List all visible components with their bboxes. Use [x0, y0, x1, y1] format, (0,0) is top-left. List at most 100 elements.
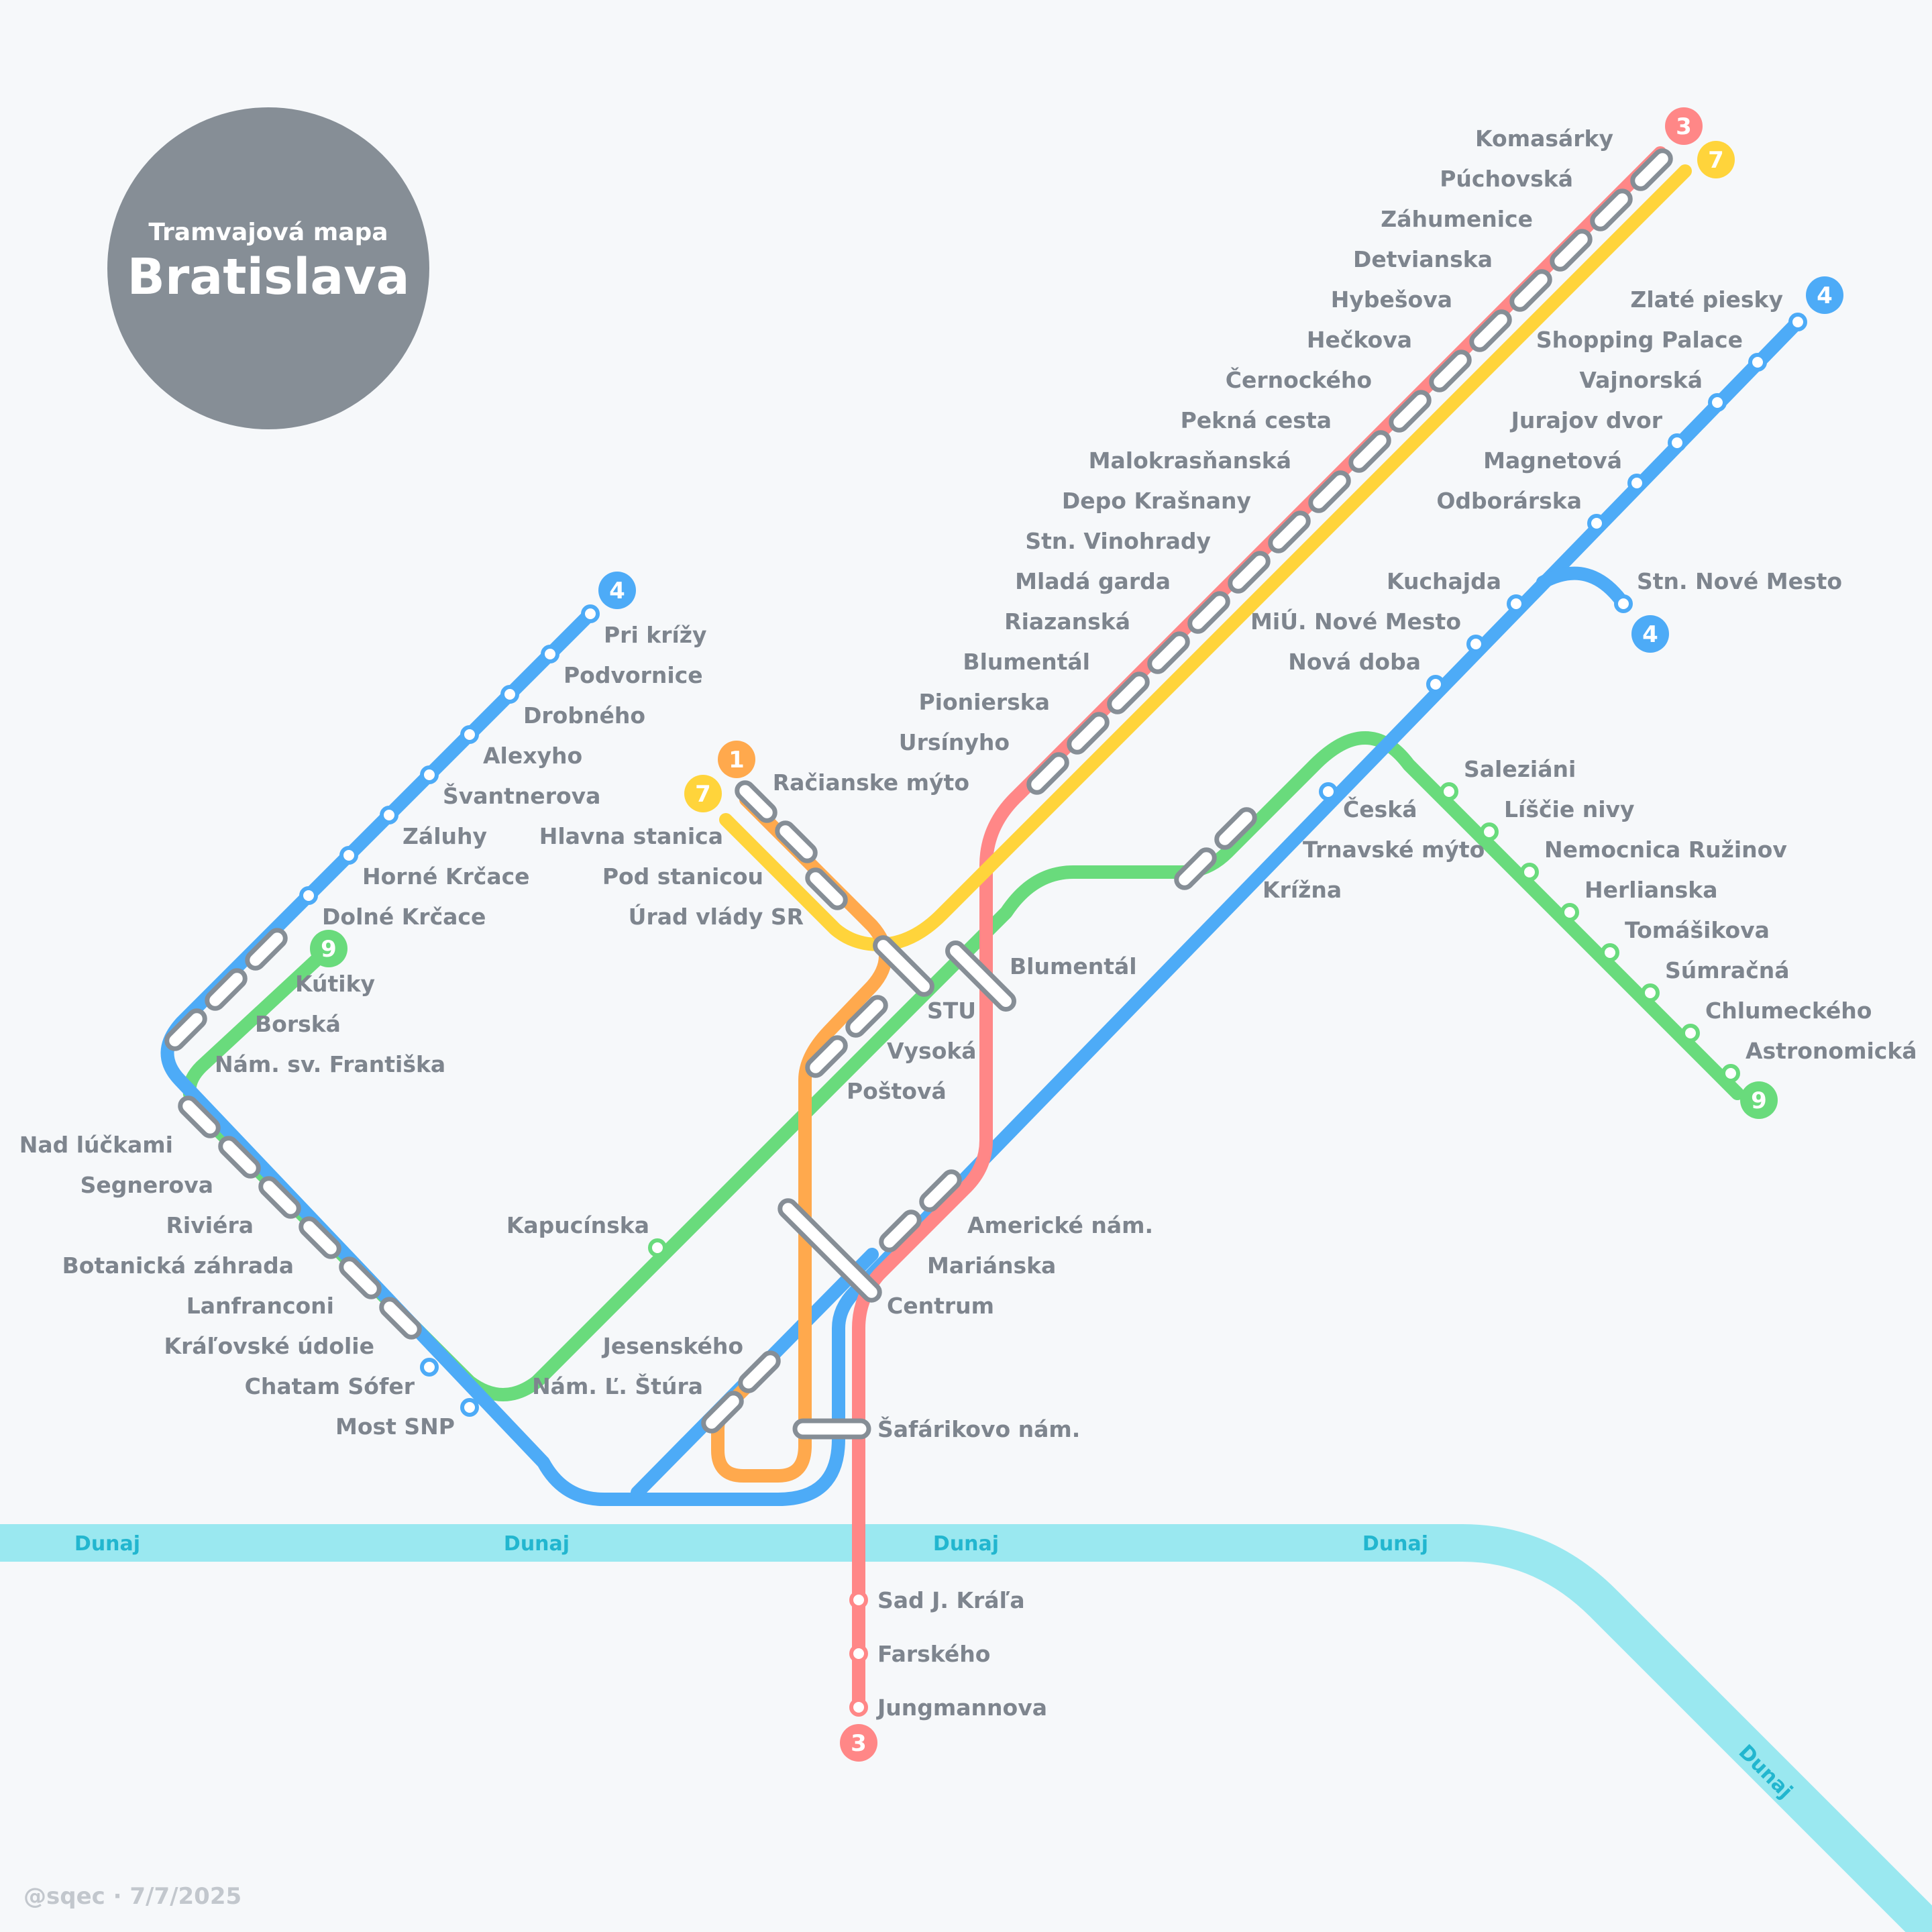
interchange-markers: [164, 148, 1673, 1440]
station-dot: [1681, 1024, 1700, 1042]
station-label: Borská: [255, 1011, 341, 1037]
interchange-marker: [845, 995, 888, 1038]
interchange-marker: [805, 867, 848, 910]
station-label: Sad J. Kráľa: [877, 1587, 1025, 1613]
station-label: Magnetová: [1483, 447, 1622, 474]
interchange-marker: [245, 928, 288, 971]
station-dot: [1560, 903, 1579, 922]
line-9-badge: 9: [310, 930, 347, 967]
station-dot: [1466, 635, 1485, 653]
interchange-marker: [218, 1136, 261, 1179]
station-label: Kapucínska: [506, 1212, 649, 1238]
interchange-marker: [1348, 430, 1391, 473]
line-1-badge: 1: [718, 741, 755, 778]
river-dunaj: [0, 1524, 1932, 1932]
station-label: Blumentál: [963, 649, 1090, 675]
station-label: Chatam Sófer: [245, 1373, 415, 1399]
river-label: Dunaj: [933, 1532, 999, 1556]
station-label: Blumentál: [1010, 953, 1137, 979]
station-label: Astronomická: [1746, 1038, 1917, 1064]
line-3-route: [852, 146, 1667, 1714]
interchange-marker: [1550, 229, 1593, 272]
station-dot: [299, 886, 318, 905]
station-dot: [1641, 983, 1660, 1002]
station-label: Most SNP: [335, 1413, 455, 1440]
station-label: Saleziáni: [1464, 756, 1576, 782]
station-label: Černockého: [1226, 366, 1372, 393]
credit: @sqec · 7/7/2025: [23, 1883, 241, 1910]
station-dot: [1788, 313, 1807, 331]
station-label: Púchovská: [1440, 166, 1573, 192]
interchange-marker: [1469, 309, 1512, 352]
line-4-badge: 4: [598, 572, 636, 609]
station-label: Jurajov dvor: [1510, 407, 1663, 433]
station-label: Shopping Palace: [1536, 327, 1743, 353]
station-label: Horné Krčace: [362, 863, 530, 890]
terminus-badges: 3 7 4 4 4 9 9 1 7 3: [310, 107, 1843, 1762]
station-label: Hlavna stanica: [539, 823, 723, 849]
station-label: Segnerova: [80, 1172, 213, 1198]
station-dot: [1614, 594, 1633, 613]
line-4-badge: 4: [1631, 615, 1669, 653]
station-dot: [581, 604, 600, 623]
station-label: Poštová: [847, 1078, 947, 1104]
station-label: Drobného: [523, 702, 645, 729]
river-label: Dunaj: [74, 1532, 140, 1556]
station-dot: [460, 1398, 479, 1417]
interchange-marker: [178, 1095, 221, 1138]
station-label: Záluhy: [402, 823, 487, 849]
station-dot: [1520, 863, 1539, 881]
station-label: Nová doba: [1288, 649, 1421, 675]
interchange-marker: [945, 941, 1016, 1012]
svg-text:9: 9: [1751, 1087, 1767, 1114]
station-dot: [1627, 474, 1646, 492]
station-label: Tomášikova: [1625, 917, 1770, 943]
station-label: Trnavské mýto: [1303, 837, 1485, 863]
station-label: Šafárikovo nám.: [877, 1415, 1080, 1442]
station-label: Hečkova: [1307, 327, 1412, 353]
station-label: STU: [927, 998, 976, 1024]
station-label: Nad lúčkami: [19, 1132, 173, 1158]
station-label: Nám. sv. Františka: [215, 1051, 445, 1077]
station-label: Zlaté piesky: [1630, 286, 1783, 313]
interchange-marker: [299, 1216, 341, 1259]
interchange-marker: [1630, 148, 1673, 191]
svg-text:4: 4: [609, 578, 625, 604]
station-label: Jungmannova: [876, 1695, 1047, 1721]
interchange-marker: [1067, 712, 1110, 755]
svg-text:3: 3: [851, 1730, 867, 1757]
station-label: Chlumeckého: [1705, 998, 1872, 1024]
line-3-badge: 3: [1665, 107, 1703, 145]
interchange-marker: [1590, 189, 1633, 231]
station-label: Súmračná: [1665, 957, 1790, 983]
line-4-badge: 4: [1806, 276, 1843, 314]
station-dot: [460, 725, 479, 744]
station-dot: [1721, 1064, 1740, 1083]
line-7-badge: 7: [684, 775, 722, 812]
station-label: Farského: [877, 1641, 990, 1667]
svg-text:1: 1: [729, 747, 745, 773]
station-dot: [1440, 782, 1458, 801]
title-circle: [107, 107, 429, 429]
svg-text:7: 7: [1708, 147, 1724, 174]
station-dot: [339, 846, 358, 865]
interchange-marker: [1509, 269, 1552, 312]
title-subtitle: Tramvajová mapa: [148, 219, 388, 246]
station-label: Stn. Nové Mesto: [1637, 568, 1842, 594]
station-label: Kráľovské údolie: [164, 1333, 374, 1359]
river-label: Dunaj: [504, 1532, 570, 1556]
station-dot: [849, 1591, 868, 1609]
station-dot: [420, 1358, 439, 1377]
station-dot: [1668, 433, 1686, 452]
station-dot: [648, 1238, 667, 1257]
station-label: Herlianska: [1585, 877, 1718, 903]
station-label: Hybešova: [1331, 286, 1452, 313]
station-label: Riviéra: [166, 1212, 254, 1238]
interchange-marker: [879, 1210, 922, 1252]
interchange-marker: [805, 1035, 848, 1078]
station-dot: [500, 685, 519, 704]
line-9-badge: 9: [1740, 1081, 1778, 1119]
station-labels: Komasárky Púchovská Záhumenice Detviansk…: [19, 125, 1917, 1721]
station-dot: [1587, 514, 1606, 533]
station-label: Stn. Vinohrady: [1025, 528, 1211, 554]
